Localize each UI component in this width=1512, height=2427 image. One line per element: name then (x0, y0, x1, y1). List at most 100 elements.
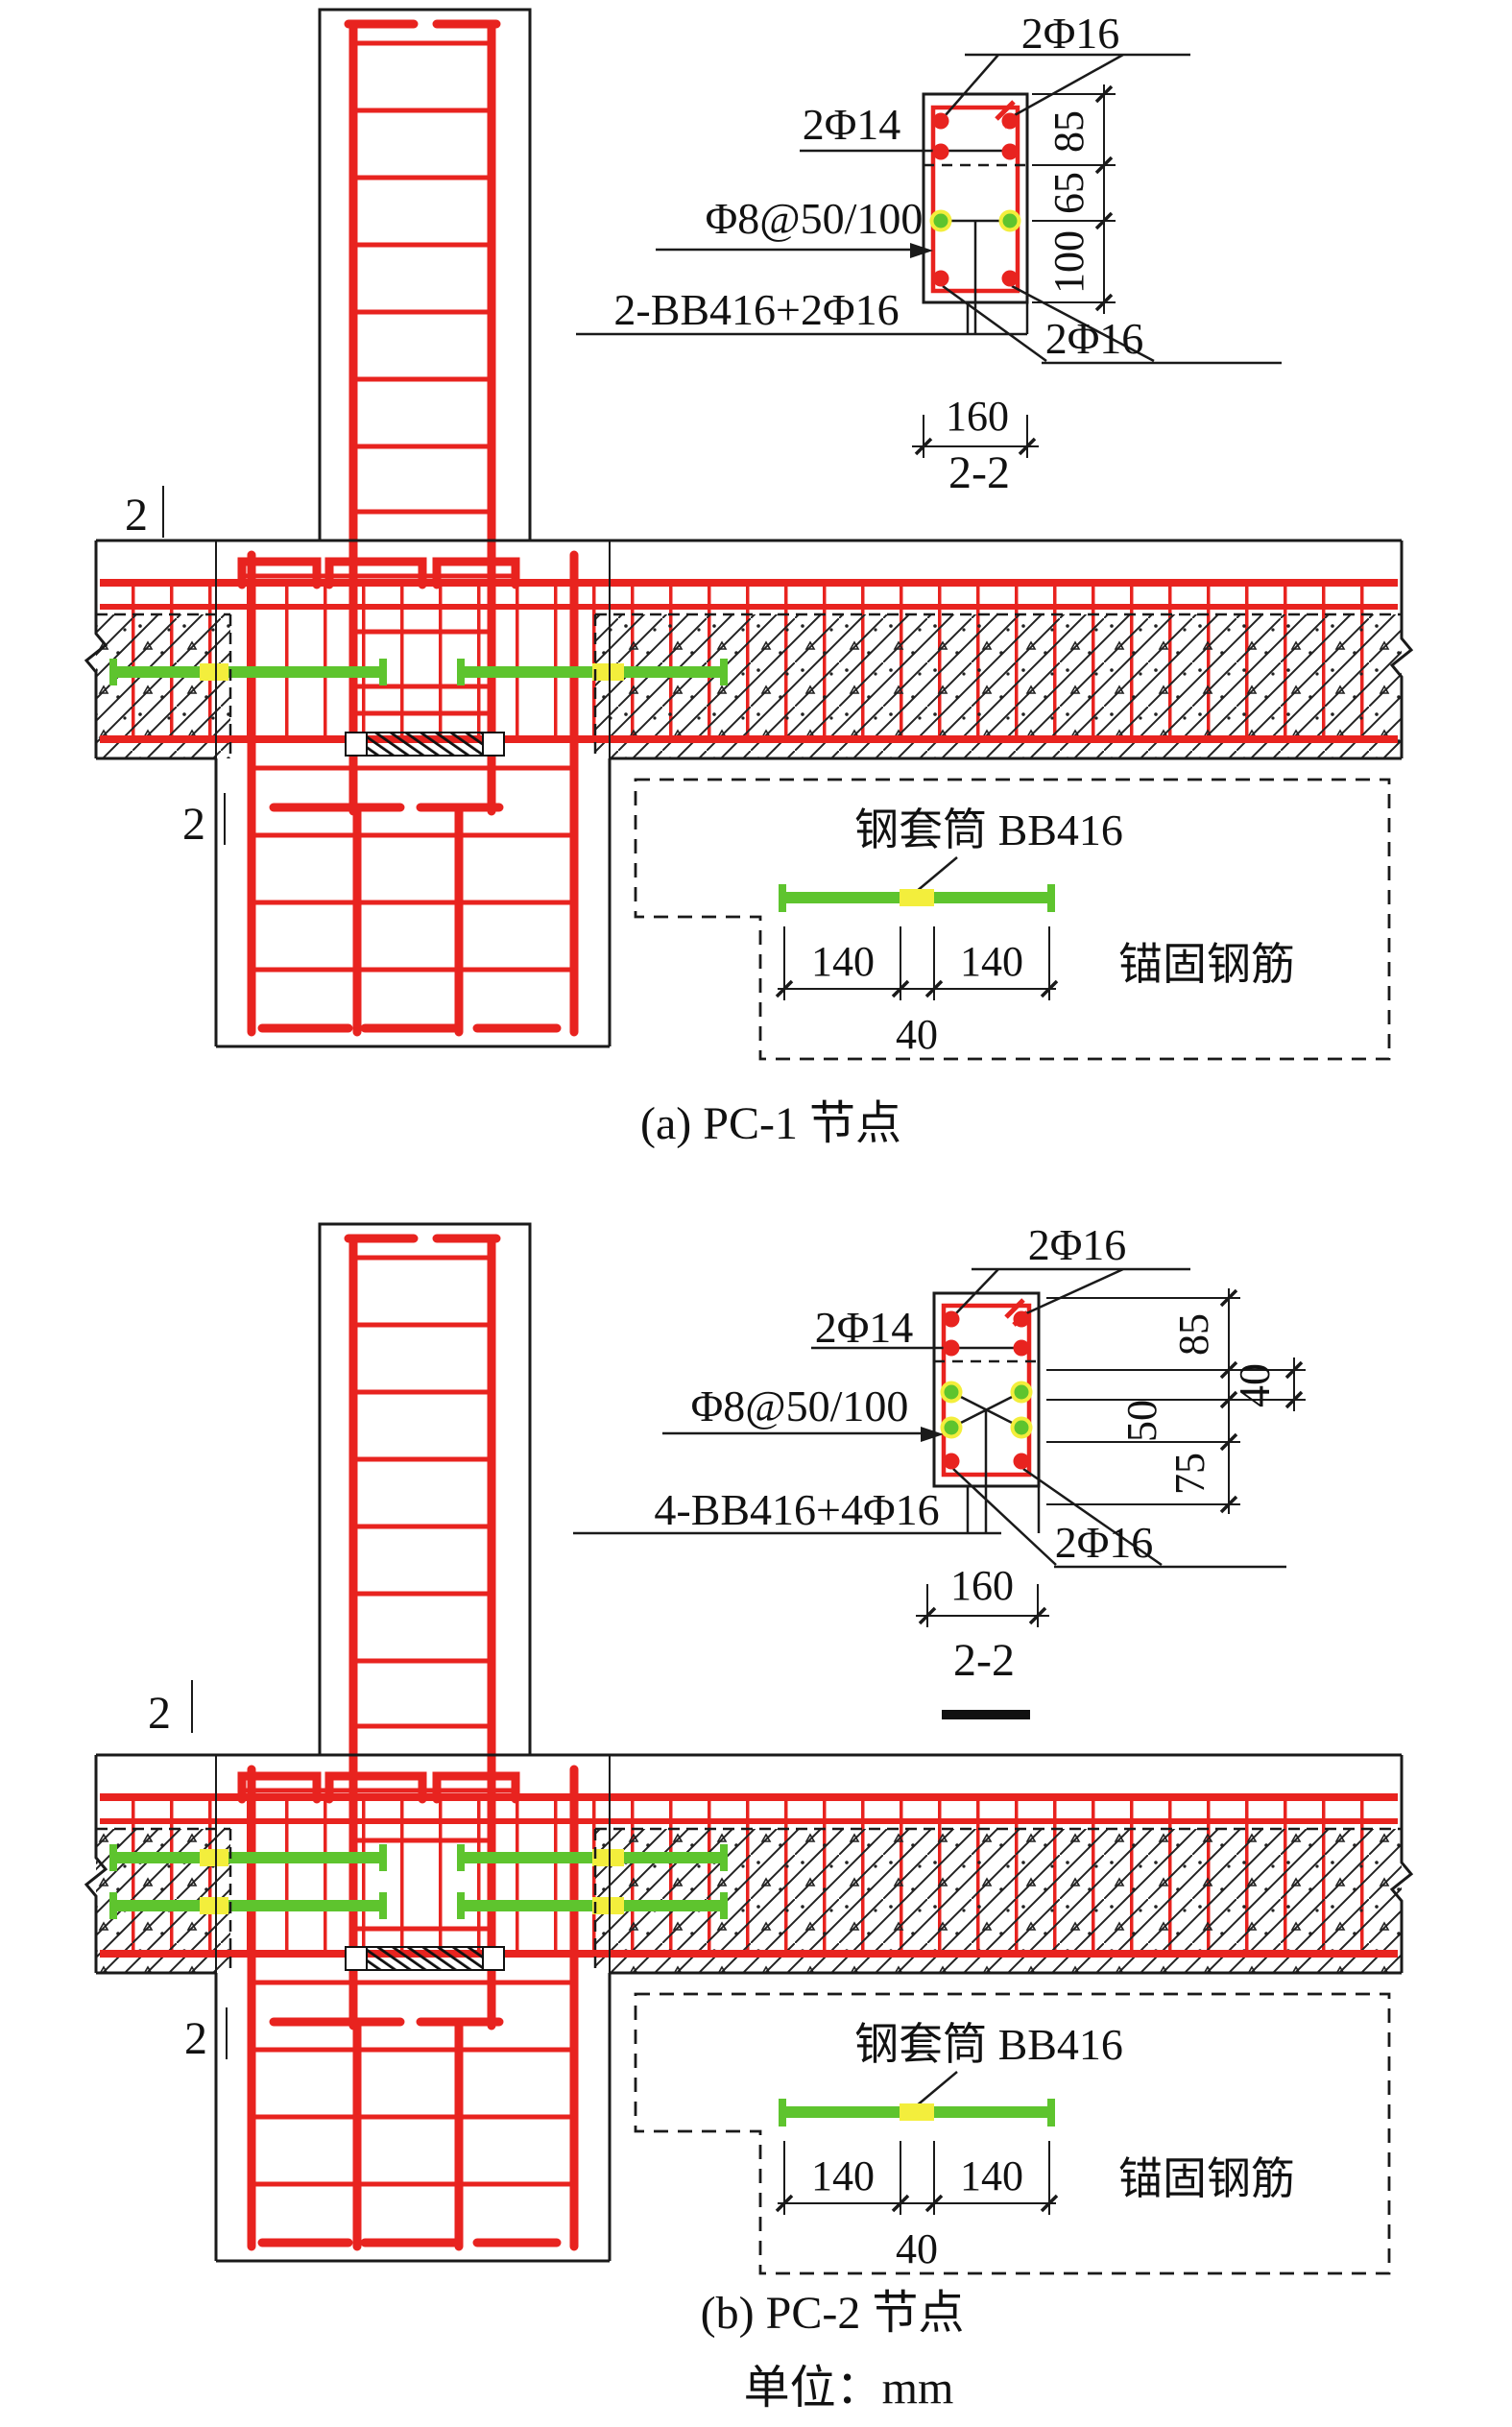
detail-dim-40: 40 (896, 1011, 938, 1058)
keyway-hatch (366, 732, 484, 757)
sleeve-bar-cap (379, 659, 387, 685)
rebar-dot (1013, 1339, 1030, 1357)
pc2-structure-outline (84, 1222, 1414, 2263)
sleeve-splice (592, 1897, 624, 1914)
rebar-dot (943, 1453, 960, 1470)
rebar-dot (932, 143, 949, 160)
pc2-thin-lines (191, 1680, 611, 2059)
sleeve-splice (200, 1849, 228, 1866)
stirrup-leader-arrow (921, 1427, 944, 1442)
label-stirrups: Φ8@50/100 (691, 1382, 909, 1430)
dim-100: 100 (1045, 230, 1092, 294)
label-side-bars: 2Φ14 (803, 100, 901, 149)
sleeve-bar-cap (379, 1844, 387, 1871)
keyway-end (345, 1946, 368, 1971)
pc2-elevation: 2 2 (84, 1222, 1414, 2263)
sleeve-bar-cap (457, 659, 465, 685)
detail-dim-lines (778, 926, 1056, 1000)
dim-65: 65 (1045, 172, 1092, 214)
sleeve-bar-cap (109, 659, 117, 685)
pc1-cut-mark-top: 2 (125, 490, 148, 541)
pc1-thin-lines (162, 486, 611, 845)
dimension-ticks (918, 1288, 1304, 1625)
sleeve-dot (1014, 1384, 1029, 1400)
label-side-bars: 2Φ14 (815, 1303, 914, 1352)
keyway-end (482, 732, 505, 757)
dimension-ticks (914, 84, 1114, 456)
sleeve-bar-cap (457, 1844, 465, 1871)
keyway-hatch (366, 1946, 484, 1971)
sleeve-splice (592, 1849, 624, 1866)
sleeve-bar-cap (720, 659, 728, 685)
pc1-diagram: 2 2 2Φ16 2Φ14 Φ8@50/100 2 (84, 8, 1414, 1149)
rebar-dot (932, 270, 949, 287)
dim-85: 85 (1170, 1313, 1217, 1356)
detail-bar-cap (779, 2099, 786, 2127)
sleeve-splice (592, 663, 624, 681)
unit-note: 单位：mm (744, 2363, 954, 2414)
detail-dim-140-left: 140 (811, 938, 875, 985)
pc1-column-ties (246, 40, 574, 973)
keyway-end (345, 732, 368, 757)
pc1-structure-outline (84, 8, 1414, 1048)
detail-sleeve-splice (900, 889, 934, 906)
detail-dim-140-left: 140 (811, 2152, 875, 2199)
sleeve-bar (113, 1852, 386, 1863)
sleeve-splice (200, 1897, 228, 1914)
pc1-elevation: 2 2 (84, 8, 1414, 1048)
rebar-dot (1013, 1310, 1030, 1328)
dim-75: 75 (1166, 1453, 1213, 1495)
pc2-diagram: 2 2 2Φ16 (84, 1220, 1414, 2414)
pc2-column-rebar (237, 1234, 579, 2251)
pc1-keyway (345, 732, 505, 757)
pc2-cut-mark-top: 2 (148, 1688, 171, 1739)
section-leader-lines (576, 53, 1282, 365)
detail-anchor-label: 锚固钢筋 (1118, 2154, 1295, 2203)
pc1-section-2-2: 2Φ16 2Φ14 Φ8@50/100 2-BB416+2Φ16 2Φ16 85… (576, 9, 1282, 498)
keyway-end (482, 1946, 505, 1971)
detail-box-dashed (634, 1992, 1391, 2275)
detail-bar-cap (1047, 884, 1055, 912)
rebar-dot (1001, 112, 1019, 130)
dim-160: 160 (946, 393, 1009, 440)
detail-dim-140-right: 140 (960, 938, 1023, 985)
section-name: 2-2 (948, 447, 1010, 498)
detail-dim-ticks (775, 979, 1059, 998)
detail-dim-lines (778, 2141, 1056, 2215)
sleeve-dot (933, 213, 948, 228)
rebar-dot (932, 112, 949, 130)
rebar-dot (943, 1310, 960, 1328)
rebar-dot (943, 1339, 960, 1357)
pc1-concrete-hatch-left (96, 614, 230, 758)
detail-dim-40: 40 (896, 2225, 938, 2272)
detail-dim-140-right: 140 (960, 2152, 1023, 2199)
detail-anchor-label: 锚固钢筋 (1118, 940, 1295, 989)
sleeve-bar-cap (379, 1892, 387, 1919)
pc2-concrete-hatch-right (595, 1829, 1402, 1973)
dimension-lines (912, 84, 1116, 458)
dim-50: 50 (1118, 1400, 1165, 1442)
detail-box-dashed (634, 778, 1391, 1061)
stirrup-leader-arrow (910, 243, 933, 258)
section-scale-bar (942, 1710, 1030, 1719)
rebar-dot (1001, 270, 1019, 287)
detail-bar-cap (779, 884, 786, 912)
dim-40-overall: 40 (1230, 1363, 1279, 1407)
sleeve-bar-cap (720, 1844, 728, 1871)
label-sleeve-row: 4-BB416+4Φ16 (654, 1485, 939, 1534)
pc1-caption: (a) PC-1 节点 (640, 1098, 901, 1149)
rebar-dot (1013, 1453, 1030, 1470)
sleeve-bar (113, 666, 386, 678)
detail-sleeve-label: 钢套筒 BB416 (854, 2020, 1123, 2069)
detail-bar-cap (1047, 2099, 1055, 2127)
pc2-cut-mark-bottom: 2 (184, 2013, 207, 2064)
pc1-grout-sleeve-bars (109, 659, 728, 685)
sleeve-splice (200, 663, 228, 681)
sleeve-bar-cap (457, 1892, 465, 1919)
sleeve-bar-cap (109, 1844, 117, 1871)
pc1-cut-mark-bottom: 2 (182, 799, 205, 850)
pc2-column-ties (246, 1255, 574, 2187)
pc2-caption: (b) PC-2 节点 (701, 2288, 965, 2339)
sleeve-dot (1002, 213, 1018, 228)
